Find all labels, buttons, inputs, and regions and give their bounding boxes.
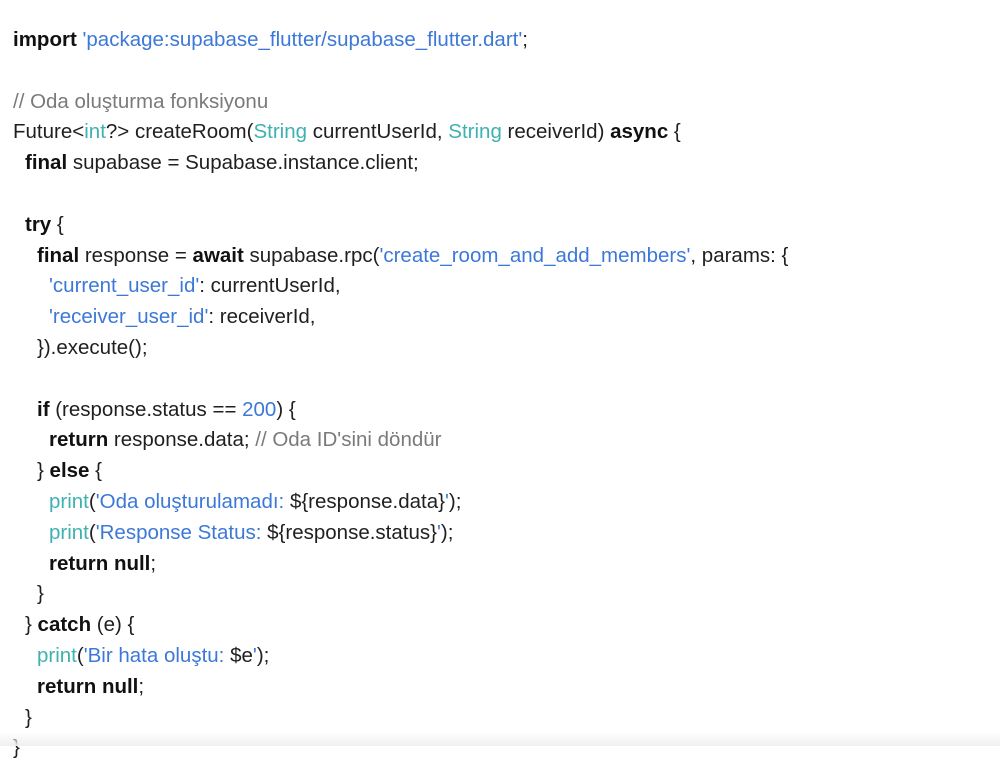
code-text: (e) { <box>91 613 134 636</box>
code-line: 'receiver_user_id': receiverId, <box>13 302 1000 333</box>
string-literal: 'Oda oluşturulamadı: <box>96 490 290 513</box>
code-text: $e <box>230 644 253 667</box>
code-line: } catch (e) { <box>13 610 1000 641</box>
code-block: import 'package:supabase_flutter/supabas… <box>0 0 1000 746</box>
keyword: return <box>49 428 108 451</box>
code-text: ; <box>150 552 156 575</box>
code-line: } <box>13 579 1000 610</box>
type-name: String <box>448 120 502 143</box>
code-text: ); <box>449 490 462 513</box>
code-line: } else { <box>13 456 1000 487</box>
blank-line <box>13 179 1000 210</box>
code-text: { <box>89 459 102 482</box>
code-text: , params: { <box>690 244 788 267</box>
type-name: String <box>253 120 307 143</box>
code-text: : receiverId, <box>208 305 315 328</box>
keyword: import <box>13 28 77 51</box>
code-text: { <box>51 213 64 236</box>
code-text: (response.status == <box>50 398 243 421</box>
code-text: receiverId) <box>502 120 610 143</box>
code-line: final response = await supabase.rpc('cre… <box>13 241 1000 272</box>
code-text: ?> createRoom( <box>106 120 254 143</box>
keyword: async <box>610 120 668 143</box>
number-literal: 200 <box>242 398 276 421</box>
code-text: supabase.rpc( <box>244 244 380 267</box>
code-text: : currentUserId, <box>199 274 340 297</box>
keyword: else <box>50 459 90 482</box>
code-line: 'current_user_id': currentUserId, <box>13 271 1000 302</box>
code-line: return response.data; // Oda ID'sini dön… <box>13 425 1000 456</box>
type-name: int <box>84 120 106 143</box>
function-name: print <box>49 521 89 544</box>
code-text: ; <box>138 675 144 698</box>
code-line: print('Response Status: ${response.statu… <box>13 518 1000 549</box>
code-line: return null; <box>13 672 1000 703</box>
blank-line <box>13 364 1000 395</box>
string-literal: 'package:supabase_flutter/supabase_flutt… <box>82 28 522 51</box>
function-name: print <box>37 644 77 667</box>
string-literal: 'Bir hata oluştu: <box>84 644 230 667</box>
code-text: ); <box>257 644 270 667</box>
string-literal: 'Response Status: <box>96 521 267 544</box>
code-line: try { <box>13 210 1000 241</box>
comment: // Oda oluşturma fonksiyonu <box>13 90 268 113</box>
string-literal: 'create_room_and_add_members' <box>379 244 690 267</box>
keyword: final <box>25 151 67 174</box>
keyword: catch <box>38 613 92 636</box>
code-line: } <box>13 703 1000 734</box>
keyword: null <box>102 675 138 698</box>
code-text: ( <box>89 521 96 544</box>
code-text: Future< <box>13 120 84 143</box>
keyword: try <box>25 213 51 236</box>
keyword: if <box>37 398 50 421</box>
function-name: print <box>49 490 89 513</box>
code-text: ( <box>77 644 84 667</box>
keyword: final <box>37 244 79 267</box>
code-text: } <box>37 582 44 605</box>
code-text: ) { <box>276 398 295 421</box>
comment: // Oda ID'sini döndür <box>255 428 441 451</box>
code-line: return null; <box>13 549 1000 580</box>
code-line: if (response.status == 200) { <box>13 395 1000 426</box>
code-text: } <box>25 613 38 636</box>
keyword: null <box>114 552 150 575</box>
code-text: ( <box>89 490 96 513</box>
string-literal: 'receiver_user_id' <box>49 305 208 328</box>
keyword: return <box>37 675 96 698</box>
code-line: Future<int?> createRoom(String currentUs… <box>13 117 1000 148</box>
code-line: print('Bir hata oluştu: $e'); <box>13 641 1000 672</box>
keyword: await <box>193 244 244 267</box>
code-text: } <box>25 706 32 729</box>
code-line: import 'package:supabase_flutter/supabas… <box>13 25 1000 56</box>
code-text: { <box>668 120 681 143</box>
code-text: } <box>37 459 50 482</box>
code-line: }).execute(); <box>13 333 1000 364</box>
code-text: }).execute(); <box>37 336 148 359</box>
code-line: // Oda oluşturma fonksiyonu <box>13 87 1000 118</box>
bottom-fade <box>0 732 1000 746</box>
code-text: supabase = Supabase.instance.client; <box>67 151 419 174</box>
code-line: final supabase = Supabase.instance.clien… <box>13 148 1000 179</box>
code-text: currentUserId, <box>307 120 448 143</box>
code-text: response.data; <box>108 428 255 451</box>
code-text: response = <box>79 244 192 267</box>
code-text: ; <box>522 28 528 51</box>
code-text: ${response.data} <box>290 490 445 513</box>
code-line: print('Oda oluşturulamadı: ${response.da… <box>13 487 1000 518</box>
keyword: return <box>49 552 108 575</box>
blank-line <box>13 56 1000 87</box>
string-literal: 'current_user_id' <box>49 274 199 297</box>
code-text: ); <box>441 521 454 544</box>
code-text: ${response.status} <box>267 521 437 544</box>
